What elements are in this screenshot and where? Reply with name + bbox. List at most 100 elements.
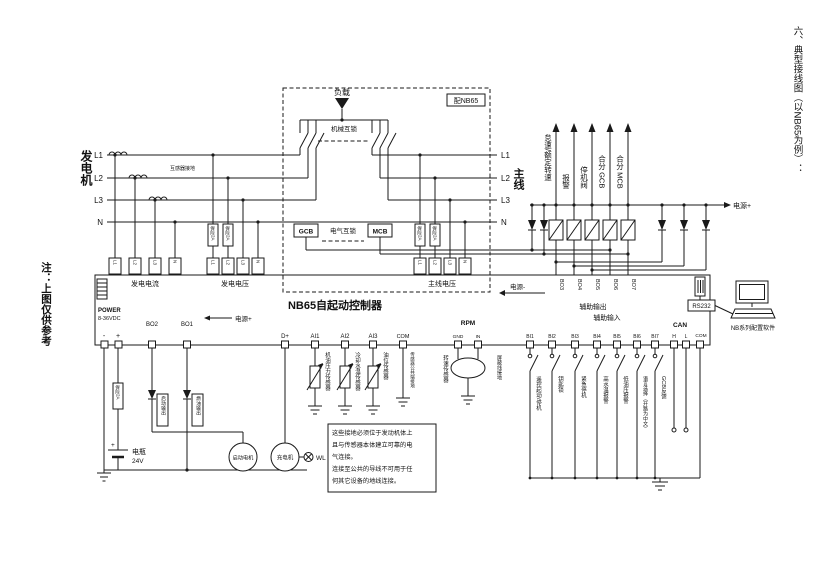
input-emergency-stop: 紧急停机 — [580, 375, 587, 400]
charger-label: 充电机 — [277, 454, 294, 462]
start-output-label: 启动输出 — [160, 395, 165, 416]
com2-terminal: COM — [695, 333, 706, 339]
page-title: 六、典型接线图（以NB65为例）： — [792, 25, 804, 173]
fuse-label: 保险2A — [210, 225, 216, 241]
strip-terminal: L2 — [433, 260, 438, 266]
bo1-label: BO1 — [181, 322, 194, 328]
strip-terminal: L2 — [133, 260, 138, 266]
ats-tag: 配NB65 — [454, 97, 479, 105]
computer-icon — [730, 280, 776, 319]
grounding-note-box — [327, 423, 437, 493]
arrow-icon — [376, 363, 381, 369]
controller-title: NB65自起动控制器 — [288, 298, 383, 312]
mains-line-n: N — [501, 218, 507, 227]
power-minus-terminal: - — [103, 333, 106, 340]
mains-voltage-label: 主线电压 — [428, 279, 456, 288]
relay-func-stop-valve: 停机阀 — [579, 165, 588, 190]
fuel-level-label: 油位传感器 — [382, 351, 389, 381]
ai1-terminal: AI1 — [310, 334, 320, 340]
diode-icon — [528, 220, 536, 230]
strip-terminal: L1 — [211, 260, 216, 266]
diode-icon — [148, 390, 156, 399]
controller-box — [94, 274, 711, 346]
gen-line-l3: L3 — [94, 196, 103, 205]
com-terminal: COM — [397, 334, 410, 340]
arrow-icon — [204, 315, 210, 321]
oil-pressure-label: 机油压力传感器 — [324, 351, 331, 392]
diode-icon — [183, 390, 191, 399]
arrow-icon — [570, 123, 578, 132]
ats-section: 配NB65 负载 机械互锁 GCB MCB 电气互锁 — [282, 87, 630, 293]
arrow-icon — [606, 123, 614, 132]
current-transformer-icon — [128, 174, 148, 179]
connector-strip — [96, 278, 108, 300]
arrow-icon — [588, 123, 596, 132]
bo5-label: BO5 — [594, 279, 600, 290]
bi1-terminal: BI1 — [526, 334, 534, 340]
generator-label: 发电机 — [79, 149, 93, 187]
strip-terminal: N — [256, 260, 261, 263]
input-key-lock: 钥匙锁 — [557, 375, 564, 394]
diode-icon — [540, 220, 548, 230]
speed-sensor-pickup — [450, 357, 486, 379]
controller-face: NB65自起动控制器 POWER 8-36VDC - + BO2 BO1 电源+… — [96, 278, 707, 349]
bo7-label: BO7 — [630, 279, 636, 290]
fuse-label: 保险2A — [115, 384, 121, 400]
input-low-oil-pressure: 低油压报警 — [622, 375, 629, 405]
can-h-terminal: H — [672, 334, 676, 340]
strip-terminal: L1 — [418, 260, 423, 266]
fuse-label: 保险2A — [432, 225, 438, 241]
ats-tag-box — [446, 93, 486, 107]
mech-interlock-label: 机械互锁 — [331, 124, 358, 133]
gcb-label: GCB — [299, 229, 314, 236]
bi4-terminal: BI4 — [593, 334, 601, 340]
note-line-4: 连接至公共的导线不可用于任 — [332, 465, 412, 473]
dplus-terminal: D+ — [281, 334, 289, 340]
can-label: CAN — [673, 322, 687, 329]
current-transformer-icon — [108, 151, 128, 156]
gen-line-l2: L2 — [94, 174, 103, 183]
bo2-label: BO2 — [146, 322, 159, 328]
bi3-terminal: BI3 — [571, 334, 579, 340]
bi5-terminal: BI5 — [613, 334, 621, 340]
strip-terminal: L3 — [153, 260, 158, 266]
input-remote-start: 遥控起动/停机 — [535, 375, 542, 412]
battery-section: 保险2A + 电瓶 24V 启动输出 燃油输出 启动电机 充电机 WL — [97, 348, 326, 482]
reference-note: 注：上图仅供参考 — [40, 261, 52, 347]
terminal-strips: L1 L2 L3 N 发电电流 保险2A 保险2A L1 L2 L3 N 发电电… — [108, 153, 472, 288]
battery-plus: + — [111, 442, 115, 449]
power-range: 8-36VDC — [98, 316, 121, 322]
in-terminal: IN — [476, 334, 481, 340]
water-temp-label: 冷却水温传感器 — [354, 351, 361, 392]
power-plus-terminal: + — [116, 333, 120, 340]
bi2-terminal: BI2 — [548, 334, 556, 340]
ground-icon — [97, 470, 111, 482]
page-notes: 六、典型接线图（以NB65为例）： 注：上图仅供参考 — [40, 25, 803, 346]
gen-voltage-label: 发电电压 — [221, 279, 249, 288]
input-high-water-temp: 高水温报警 — [602, 375, 609, 405]
fuel-output-tag — [191, 393, 204, 427]
strip-terminal: L2 — [226, 260, 231, 266]
input-gcb-feedback: GCB反馈 — [660, 376, 667, 400]
mains-line-l2: L2 — [501, 174, 510, 183]
arrow-icon — [318, 363, 323, 369]
supply-plus-label: 电源+ — [733, 201, 751, 210]
arrow-icon — [724, 202, 731, 208]
starter-motor-symbol — [228, 442, 258, 472]
inputs-section: 遥控起动/停机 钥匙锁 紧急停机 高水温报警 低油压报警 语言选择（开路为中文）… — [527, 348, 701, 491]
note-line-5: 何其它设备的地线连接。 — [332, 477, 400, 485]
ats-dashed-box — [282, 87, 491, 293]
mains-section: L1 L2 L3 N 主线 — [372, 151, 525, 227]
wl-label: WL — [316, 455, 326, 462]
strip-terminal: N — [173, 260, 178, 263]
software-label: NB系列配置软件 — [731, 324, 775, 332]
battery-label: 电瓶 — [132, 447, 146, 456]
mains-label: 主线 — [512, 167, 525, 191]
fuse-label: 保险2A — [225, 225, 231, 241]
ground-icon — [366, 405, 380, 415]
starter-label: 启动电机 — [233, 454, 255, 462]
load-label: 负载 — [334, 87, 350, 97]
diode-icon — [680, 220, 688, 230]
relay-func-alarm: 报警 — [561, 173, 570, 191]
arrow-icon — [552, 123, 560, 132]
